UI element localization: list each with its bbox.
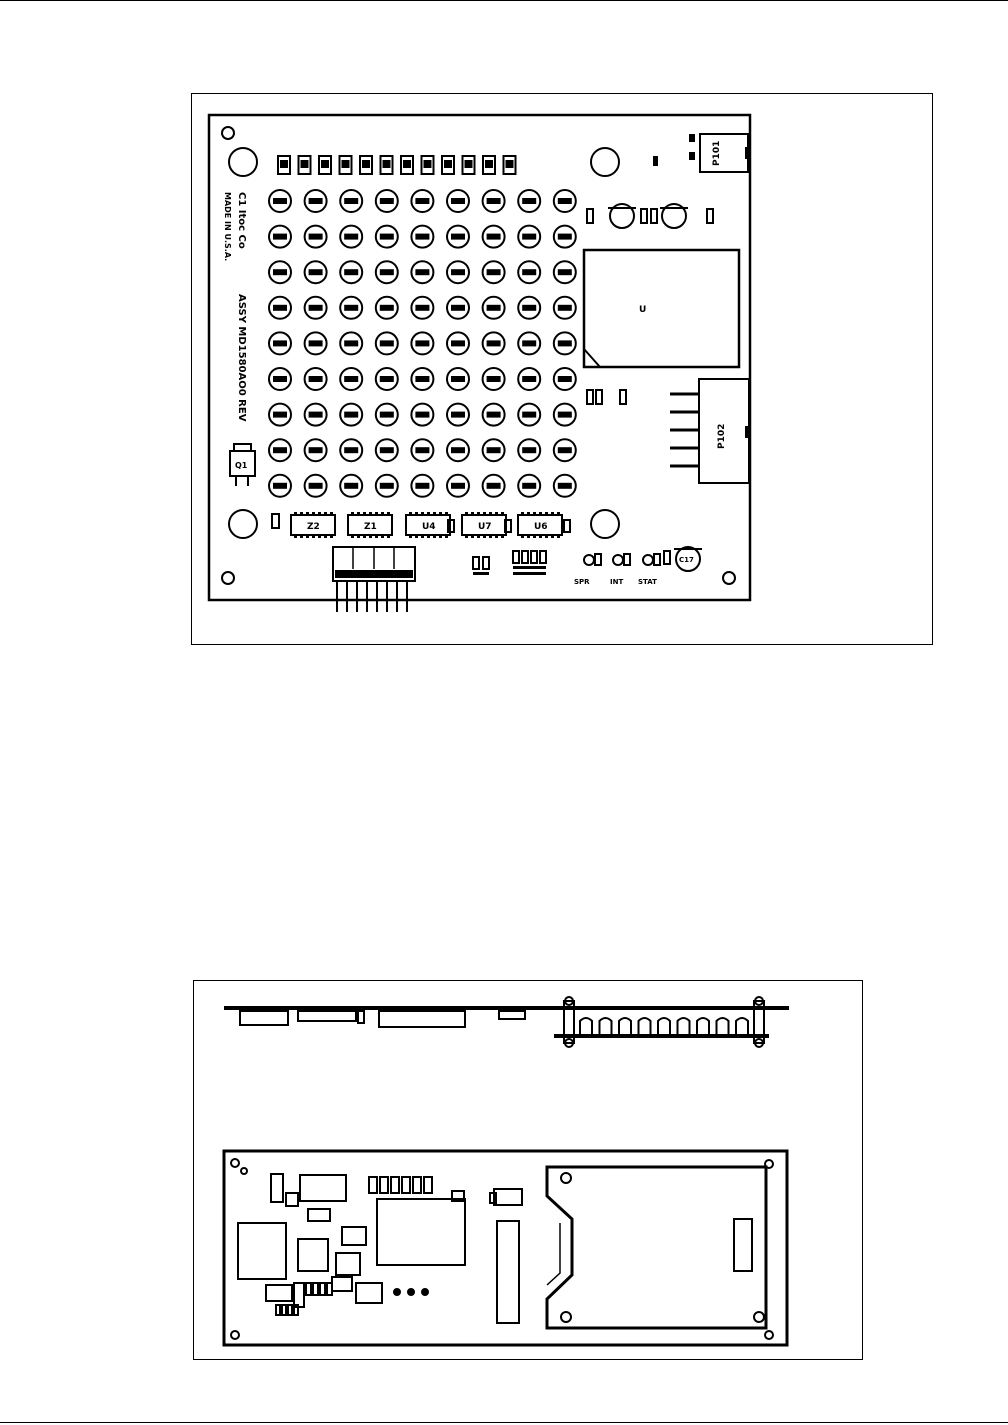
side-view [224, 997, 789, 1047]
mount-hole-large [229, 148, 257, 176]
status-leds: SPR INT STAT [574, 554, 660, 586]
pin [639, 1018, 651, 1036]
pin [717, 1018, 729, 1036]
via [422, 1289, 428, 1295]
via [394, 1289, 400, 1295]
pcb-side-bottom-drawing [194, 981, 862, 1359]
small-part [380, 1177, 388, 1193]
assy-rev-text: ASSY MD1580AO0 REV [236, 294, 247, 422]
mount-hole-large [229, 510, 257, 538]
pin [658, 1018, 670, 1036]
small-part [402, 1177, 410, 1193]
chip-row: Z2 Z1 U4 U7 U6 [291, 512, 562, 538]
small-part [313, 1283, 318, 1295]
small-part [327, 1283, 332, 1295]
connector-p102: P102 [670, 379, 751, 483]
chip-label: U7 [478, 522, 492, 532]
pcb-side-and-bottom-figure [193, 980, 863, 1360]
footer-rule [0, 1422, 1008, 1423]
chip-label: Z2 [307, 522, 320, 532]
c17-label: C17 [679, 556, 694, 564]
small-part [306, 1283, 311, 1295]
header-rule [0, 0, 1008, 1]
via [408, 1289, 414, 1295]
led-grid [269, 190, 576, 497]
mount-hole [222, 127, 234, 139]
transistor-q1: Q1 [230, 444, 255, 486]
small-part [413, 1177, 421, 1193]
p102-label: P102 [717, 424, 727, 449]
bottom-view [224, 1151, 787, 1345]
small-part [391, 1177, 399, 1193]
manufacturer-text: C1 Itoc Co [236, 192, 247, 249]
mount-hole [222, 572, 234, 584]
p101-label: P101 [712, 141, 722, 166]
pin [580, 1018, 592, 1036]
small-part [276, 1305, 280, 1315]
led-stat-label: STAT [638, 578, 657, 586]
resistor-row [278, 156, 516, 174]
pin [600, 1018, 612, 1036]
small-part [320, 1283, 325, 1295]
small-part [288, 1305, 292, 1315]
mount-hole [723, 572, 735, 584]
chip-label: U6 [534, 522, 548, 532]
chip-label: Z1 [364, 522, 377, 532]
pcb-top-view-figure: P101 U P102 [191, 93, 933, 645]
led-spr-label: SPR [574, 578, 590, 586]
mount-hole-large [591, 510, 619, 538]
small-part [424, 1177, 432, 1193]
connector-p101: P101 [653, 134, 751, 172]
mount-hole-large [591, 148, 619, 176]
large-component: U [584, 250, 739, 367]
led-int-label: INT [610, 578, 623, 586]
made-in-text: MADE IN U.S.A. [223, 192, 232, 261]
terminal-block [333, 547, 415, 612]
pin [619, 1018, 631, 1036]
q1-label: Q1 [235, 461, 248, 470]
pin [697, 1018, 709, 1036]
board-silkscreen-text: C1 Itoc Co MADE IN U.S.A. ASSY MD1580AO0… [223, 192, 247, 422]
pin [736, 1018, 748, 1036]
pin [678, 1018, 690, 1036]
small-part [369, 1177, 377, 1193]
capacitor-c17: C17 [664, 547, 702, 571]
chip-label: U4 [422, 522, 436, 532]
small-part [282, 1305, 286, 1315]
large-part-label: U [639, 305, 646, 315]
pcb-top-view-drawing: P101 U P102 [192, 94, 932, 644]
